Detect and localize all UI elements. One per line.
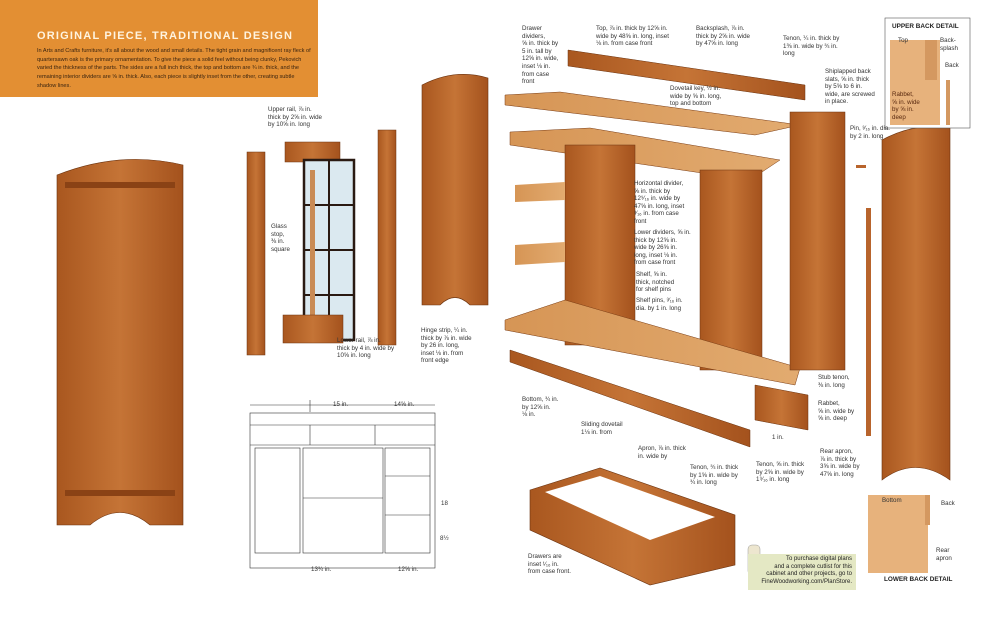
back-slats: [789, 111, 846, 371]
lower-back-detail-box: [868, 495, 928, 573]
label-upper-rail: Upper rail, ⅞ in. thick by 2⅝ in. wide b…: [268, 106, 322, 129]
label-shelf-pins: Shelf pins, ³⁄₁₆ in. dia. by 1 in. long: [636, 297, 683, 312]
dim-18: 18: [441, 500, 448, 507]
upper-detail-title: UPPER BACK DETAIL: [892, 23, 959, 30]
dim-14: 14⅝ in.: [394, 401, 415, 408]
hinge-strip: [866, 208, 871, 436]
lower-detail-rear-apron: Rear apron: [936, 547, 952, 562]
label-apron: Apron, ⅞ in. thick in. wide by: [638, 445, 686, 460]
dim-13: 13¾ in.: [311, 566, 332, 573]
label-sliding-dovetail: Sliding dovetail 1⅛ in. from: [581, 421, 623, 436]
label-top: Top, ⅞ in. thick by 12⅝ in. wide by 48⅝ …: [596, 25, 669, 48]
label-lower-dividers: Lower dividers, ⅝ in. thick by 12⅝ in. w…: [634, 229, 691, 267]
shelf: [515, 182, 565, 202]
top: [504, 91, 801, 136]
label-pin: Pin, ³⁄₁₆ in. dia. by 2 in. long: [850, 125, 891, 140]
door-left-stile: [246, 151, 266, 356]
front-apron: [509, 349, 751, 448]
label-rabbet: Rabbet, ⅝ in. wide by ⅝ in. deep: [818, 400, 855, 423]
dim-8: 8½: [440, 535, 449, 542]
left-side-panel: [56, 159, 184, 526]
label-lower-rail: Lower rail, ⅞ in. thick by 4 in. wide by…: [337, 337, 395, 360]
right-side-panel: [881, 126, 951, 481]
label-drawer-dividers: Drawer dividers, ⅝ in. thick by 5 in. ta…: [522, 25, 559, 86]
upper-detail-rabbet: Rabbet, ⅝ in. wide by ⅝ in. deep: [892, 91, 920, 121]
label-dovetail-key: Dovetail key, ½ in. wide by ⅝ in. long, …: [670, 85, 722, 108]
lower-detail-back: Back: [941, 500, 955, 507]
lower-divider-right: [699, 169, 763, 371]
door-right-stile: [377, 129, 397, 346]
door-lower-rail: [282, 314, 344, 344]
front-elevation-drawing: [249, 400, 436, 569]
label-drawers: Drawers are inset ¹⁄₁₆ in. from case fro…: [528, 553, 571, 576]
label-tenon-top: Tenon, ¼ in. thick by 1⅜ in. wide by ¾ i…: [783, 35, 840, 58]
label-tenon-b: Tenon, ⅝ in. thick by 2⅝ in. wide by 1⁹⁄…: [756, 461, 805, 484]
upper-detail-back: Back: [945, 62, 959, 69]
label-stub-tenon: Stub tenon, ⅜ in. long: [818, 374, 850, 389]
bottom: [504, 299, 801, 386]
intro-text: In Arts and Crafts furniture, it's all a…: [37, 48, 311, 89]
pin: [856, 165, 866, 168]
upper-detail-top: Top: [898, 37, 908, 44]
shelf-2: [515, 242, 565, 265]
label-bottom: Bottom, ¾ in. by 12⅝ in. ⅛ in.: [522, 396, 559, 419]
door-panel: [421, 74, 489, 306]
horizontal-divider: [509, 127, 781, 181]
section-title: ORIGINAL PIECE, TRADITIONAL DESIGN: [37, 30, 294, 42]
backsplash: [567, 49, 806, 101]
plan-store-callout: To purchase digital plans and a complete…: [748, 554, 856, 590]
label-horizontal-divider: Horizontal divider, ⅝ in. thick by 12⁹⁄₁…: [634, 180, 685, 225]
label-backsplash: Backsplash, ⅞ in. thick by 2⅝ in. wide b…: [696, 25, 750, 48]
label-rear-apron: Rear apron, ⅞ in. thick by 3⅝ in. wide b…: [820, 448, 860, 478]
label-tenon-a: Tenon, ¾ in. thick by 1⅝ in. wide by ¾ i…: [690, 464, 739, 487]
label-shelf: Shelf, ⅝ in. thick, notched for shelf pi…: [636, 271, 675, 294]
label-glass-stop: Glass stop, ⅜ in. square: [271, 223, 290, 253]
intro-box: ORIGINAL PIECE, TRADITIONAL DESIGN In Ar…: [0, 0, 318, 97]
label-one-inch: 1 in.: [772, 434, 784, 441]
rear-apron: [754, 384, 809, 431]
upper-detail-backsplash: Back- splash: [940, 37, 958, 52]
dim-15: 15 in.: [333, 401, 349, 408]
label-shiplapped: Shiplapped back slats, ⅝ in. thick by 5⅝…: [825, 68, 875, 106]
label-hinge-strip: Hinge strip, ¼ in. thick by ⅞ in. wide b…: [421, 327, 472, 365]
lower-detail-bottom: Bottom: [882, 497, 902, 504]
dim-12: 12⅝ in.: [398, 566, 419, 573]
lower-detail-title: LOWER BACK DETAIL: [884, 576, 953, 583]
